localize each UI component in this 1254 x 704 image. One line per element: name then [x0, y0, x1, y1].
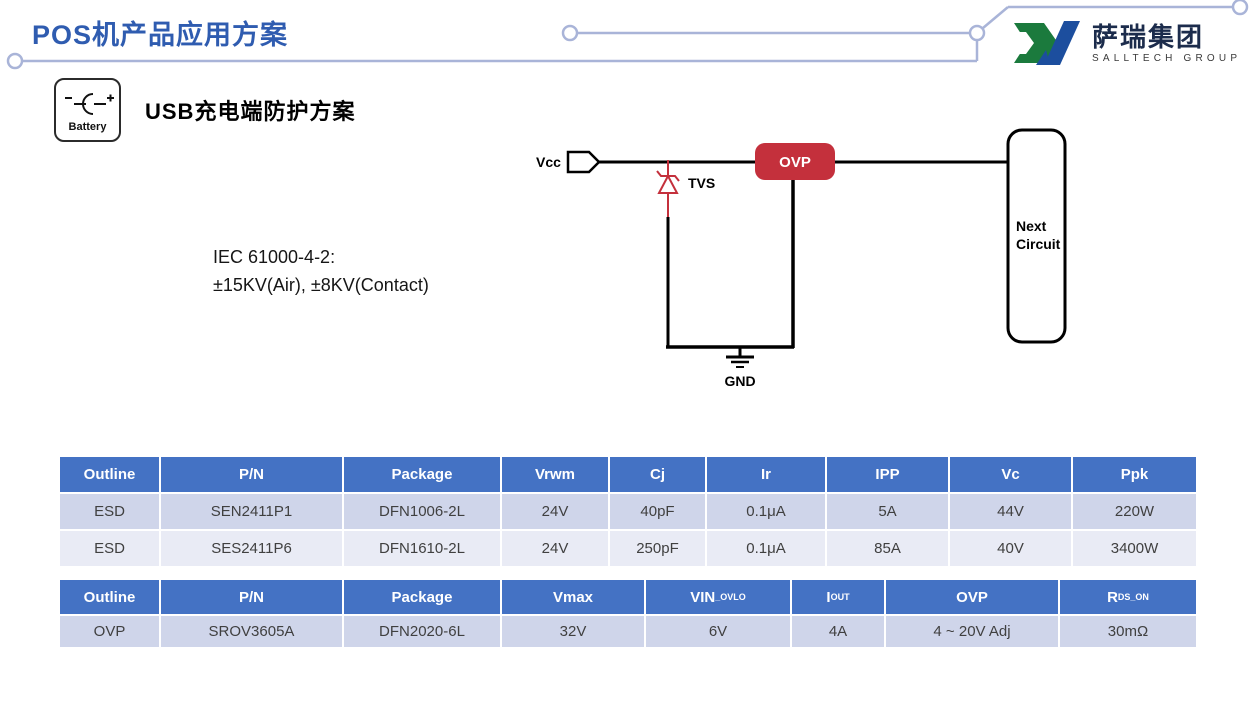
circuit-diagram: Vcc TVS OVP GND Next Circuit [536, 128, 1067, 389]
column-header: P/N [161, 457, 344, 492]
table-cell: 44V [950, 494, 1073, 529]
battery-symbol-icon [65, 93, 114, 115]
vcc-connector [566, 150, 601, 174]
table-cell: 0.1μA [707, 531, 827, 566]
company-logo-icon [1014, 21, 1080, 65]
table-cell: 0.1μA [707, 494, 827, 529]
ovp-block [755, 143, 835, 180]
column-header: Package [344, 457, 502, 492]
table-cell: ESD [60, 531, 161, 566]
column-header: Outline [60, 457, 161, 492]
column-header: Vmax [502, 580, 646, 614]
page-title: POS机产品应用方案 [32, 20, 289, 50]
table-row: OVP SROV3605A DFN2020-6L 32V 6V 4A 4 ~ 2… [60, 616, 1196, 647]
company-name-en: SALLTECH GROUP [1092, 52, 1242, 64]
section-heading: USB充电端防护方案 [145, 99, 356, 124]
table-cell: 4 ~ 20V Adj [886, 616, 1060, 647]
table-cell: 220W [1073, 494, 1196, 529]
column-header: VIN_OVLO [646, 580, 792, 614]
table-cell: OVP [60, 616, 161, 647]
table-cell: 40pF [610, 494, 707, 529]
battery-icon-label: Battery [68, 121, 107, 133]
table-cell: 24V [502, 531, 610, 566]
column-header: Package [344, 580, 502, 614]
esd-table-header-row: Outline P/N Package Vrwm Cj Ir IPP Vc Pp… [60, 457, 1196, 492]
gnd-label: GND [724, 373, 755, 389]
iec-standard-line1: IEC 61000-4-2: [213, 247, 336, 267]
table-cell: 6V [646, 616, 792, 647]
table-row: ESD SES2411P6 DFN1610-2L 24V 250pF 0.1μA… [60, 531, 1196, 566]
column-header: Cj [610, 457, 707, 492]
table-cell: SROV3605A [161, 616, 344, 647]
iec-standard-text: IEC 61000-4-2: ±15KV(Air), ±8KV(Contact) [213, 243, 429, 299]
table-cell: SES2411P6 [161, 531, 344, 566]
table-cell: 30mΩ [1060, 616, 1196, 647]
tvs-diode-icon [656, 160, 680, 217]
vcc-label: Vcc [536, 154, 561, 170]
table-cell: 24V [502, 494, 610, 529]
ovp-block-label: OVP [779, 154, 811, 171]
table-cell: DFN2020-6L [344, 616, 502, 647]
ground-icon [726, 347, 754, 368]
table-cell: 40V [950, 531, 1073, 566]
table-cell: DFN1006-2L [344, 494, 502, 529]
column-header: P/N [161, 580, 344, 614]
column-header: Vrwm [502, 457, 610, 492]
next-circuit-label-line1: Next [1016, 218, 1047, 234]
table-cell: 4A [792, 616, 886, 647]
column-header: IPP [827, 457, 950, 492]
table-row: ESD SEN2411P1 DFN1006-2L 24V 40pF 0.1μA … [60, 494, 1196, 529]
esd-parts-table: Outline P/N Package Vrwm Cj Ir IPP Vc Pp… [60, 457, 1196, 568]
table-cell: DFN1610-2L [344, 531, 502, 566]
next-circuit-block [1006, 128, 1067, 344]
next-circuit-label-line2: Circuit [1016, 236, 1061, 252]
iec-standard-line2: ±15KV(Air), ±8KV(Contact) [213, 275, 429, 295]
table-cell: 250pF [610, 531, 707, 566]
company-logo: 萨瑞集团 SALLTECH GROUP [1014, 18, 1241, 68]
column-header: Outline [60, 580, 161, 614]
table-cell: ESD [60, 494, 161, 529]
header-trace-decoration [6, 0, 1249, 70]
table-cell: 5A [827, 494, 950, 529]
column-header: Ppk [1073, 457, 1196, 492]
table-cell: SEN2411P1 [161, 494, 344, 529]
battery-icon: Battery [54, 78, 121, 142]
table-cell: 85A [827, 531, 950, 566]
column-header: Ir [707, 457, 827, 492]
column-header: OVP [886, 580, 1060, 614]
tvs-label: TVS [688, 175, 715, 191]
table-cell: 32V [502, 616, 646, 647]
column-header: Vc [950, 457, 1073, 492]
company-name-cn: 萨瑞集团 [1092, 21, 1205, 52]
table-cell: 3400W [1073, 531, 1196, 566]
